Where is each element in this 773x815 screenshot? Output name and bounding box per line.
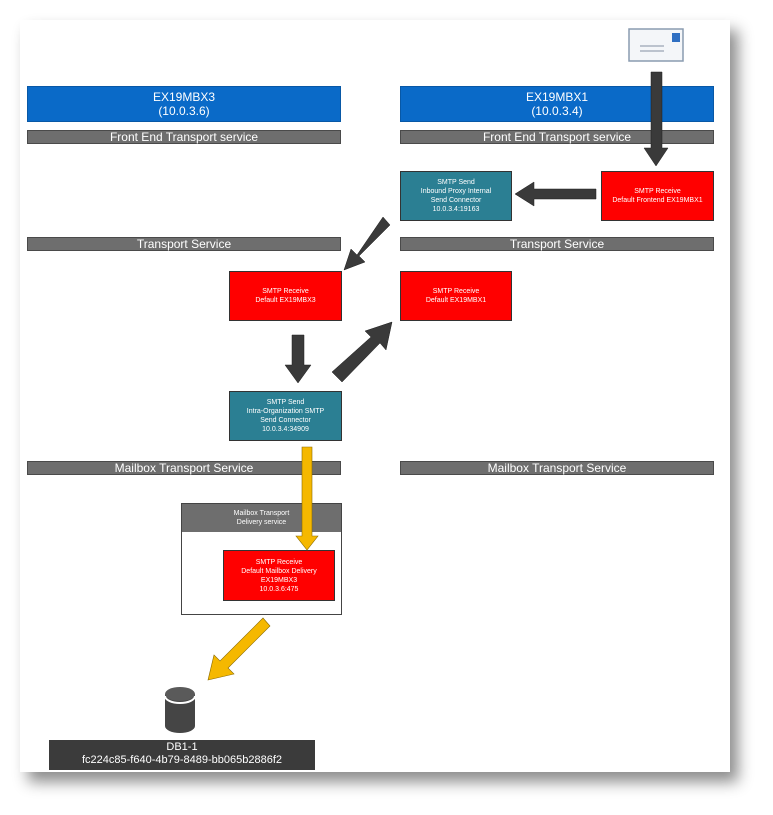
diagram-canvas bbox=[20, 20, 730, 772]
connector-line: Delivery service bbox=[236, 519, 287, 526]
connector-line: SMTP Send bbox=[437, 179, 475, 186]
frontend-transport-bar-left: Front End Transport service bbox=[27, 130, 341, 144]
delivery-service-title: Mailbox Transport Delivery service bbox=[182, 504, 341, 532]
connector-line: Default EX19MBX1 bbox=[425, 297, 487, 304]
smtp-send-inbound-proxy-connector: SMTP Send Inbound Proxy Internal Send Co… bbox=[400, 171, 512, 221]
connector-line: Default Mailbox Delivery bbox=[241, 567, 317, 575]
arrow-proxy-to-mbx3-receive bbox=[343, 216, 391, 271]
arrow-delivery-to-database bbox=[207, 617, 271, 681]
database-cylinder-icon bbox=[164, 686, 196, 734]
transport-service-bar-left: Transport Service bbox=[27, 237, 341, 251]
mailbox-transport-bar-left: Mailbox Transport Service bbox=[27, 461, 341, 475]
transport-service-bar-right: Transport Service bbox=[400, 237, 714, 251]
connector-line: SMTP Send bbox=[266, 399, 305, 406]
connector-line: 10.0.3.4:34909 bbox=[262, 426, 309, 433]
connector-line: SMTP Receive bbox=[255, 558, 303, 566]
database-name: DB1-1 bbox=[166, 741, 198, 753]
arrow-frontend-to-proxy bbox=[514, 181, 597, 207]
server-ip-left: (10.0.3.6) bbox=[158, 104, 210, 118]
smtp-send-intra-organization-connector: SMTP Send Intra-Organization SMTP Send C… bbox=[229, 391, 342, 441]
connector-line: Default EX19MBX3 bbox=[255, 297, 316, 304]
database-label: DB1-1 fc224c85-f640-4b79-8489-bb065b2886… bbox=[49, 740, 315, 770]
connector-line: Send Connector bbox=[430, 197, 482, 204]
connector-line: Inbound Proxy Internal bbox=[420, 188, 492, 195]
smtp-receive-default-frontend-connector: SMTP Receive Default Frontend EX19MBX1 bbox=[601, 171, 714, 221]
server-name-right: EX19MBX1 bbox=[525, 90, 589, 104]
connector-line: SMTP Receive bbox=[634, 188, 681, 195]
connector-line: Default Frontend EX19MBX1 bbox=[612, 197, 703, 204]
connector-line: 10.0.3.4:19163 bbox=[432, 206, 480, 213]
database-guid: fc224c85-f640-4b79-8489-bb065b2886f2 bbox=[82, 754, 282, 766]
connector-line: Mailbox Transport bbox=[233, 510, 290, 517]
smtp-receive-mailbox-delivery-connector: SMTP Receive Default Mailbox Delivery EX… bbox=[223, 550, 335, 601]
smtp-receive-default-mbx1-connector: SMTP Receive Default EX19MBX1 bbox=[400, 271, 512, 321]
connector-line: Intra-Organization SMTP bbox=[246, 408, 325, 415]
arrow-intraorg-to-mbx1-receive bbox=[331, 321, 393, 383]
smtp-receive-default-mbx3-connector: SMTP Receive Default EX19MBX3 bbox=[229, 271, 342, 321]
connector-line: SMTP Receive bbox=[262, 288, 309, 295]
envelope-icon bbox=[628, 28, 684, 62]
server-ip-right: (10.0.3.4) bbox=[531, 104, 583, 118]
arrow-envelope-to-frontend bbox=[643, 71, 669, 167]
arrow-intraorg-to-mailbox-delivery bbox=[295, 446, 319, 551]
connector-line: 10.0.3.6:475 bbox=[259, 585, 299, 593]
frontend-transport-bar-right: Front End Transport service bbox=[400, 130, 714, 144]
connector-line: EX19MBX3 bbox=[260, 576, 298, 584]
arrow-mbx3-receive-to-intraorg bbox=[284, 334, 312, 384]
connector-line: SMTP Receive bbox=[432, 288, 480, 295]
connector-line: Send Connector bbox=[260, 417, 311, 424]
server-name-left: EX19MBX3 bbox=[152, 90, 216, 104]
mailbox-transport-bar-right: Mailbox Transport Service bbox=[400, 461, 714, 475]
server-header-left: EX19MBX3 (10.0.3.6) bbox=[27, 86, 341, 122]
